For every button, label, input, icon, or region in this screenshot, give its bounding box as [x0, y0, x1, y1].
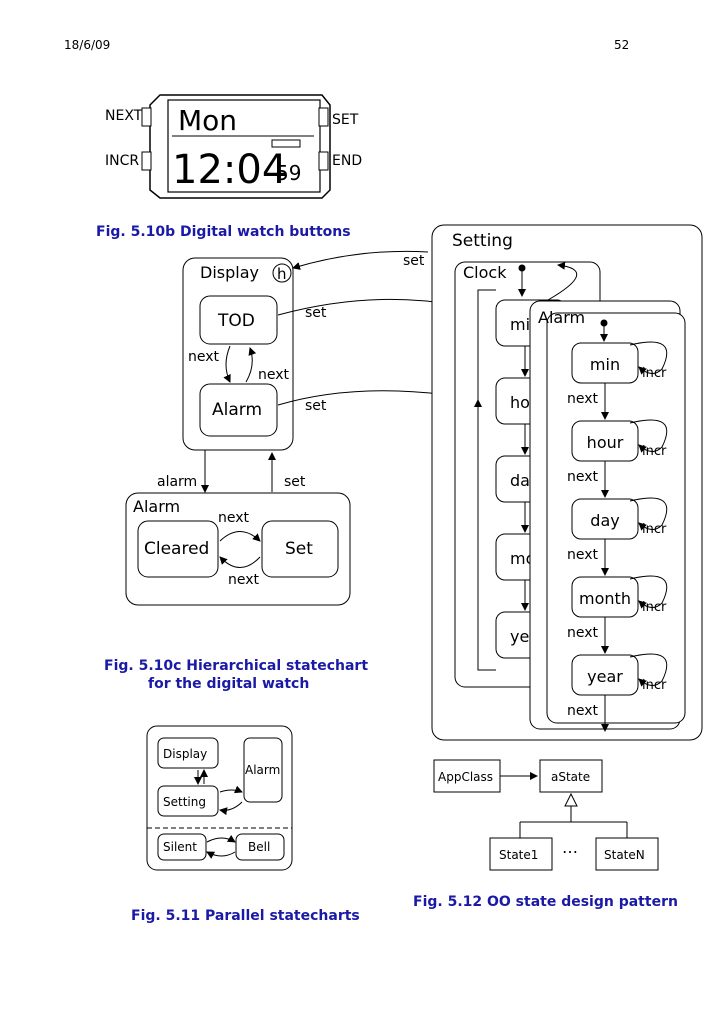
tod-state-label: TOD [217, 311, 255, 331]
set-transition-label-1: set [284, 474, 306, 490]
alarm-next-label: next [567, 547, 599, 563]
next-label-3: next [218, 510, 250, 526]
watch-set-label: SET [332, 112, 359, 128]
parallel-setting-label: Setting [163, 795, 206, 809]
caption-fig-5-10c-line2: for the digital watch [148, 676, 309, 692]
alarm-panel-state-label: hour [587, 433, 624, 452]
display-state-label: Display [200, 263, 259, 282]
clock-state-label: da [510, 471, 530, 490]
cleared-state-label: Cleared [144, 539, 209, 559]
parallel-setting-state [157, 785, 219, 817]
history-icon [272, 263, 292, 283]
watch-end-button[interactable] [318, 151, 329, 171]
watch-next-button[interactable] [141, 107, 152, 127]
tod-state [199, 295, 278, 345]
caption-fig-5-11: Fig. 5.11 Parallel statecharts [131, 908, 360, 924]
parallel-statechart: Display Alarm Setting Silent Bell [146, 725, 293, 871]
parallel-bell-state [235, 833, 285, 861]
incr-self-loop [629, 419, 668, 453]
app-class-label: AppClass [438, 770, 493, 784]
watch-incr-button[interactable] [141, 151, 152, 171]
display-state: Display h TOD Alarm [182, 257, 294, 451]
caption-fig-5-10b: Fig. 5.10b Digital watch buttons [96, 224, 351, 240]
alarm-group-label: Alarm [133, 497, 180, 516]
a-state-box [539, 759, 603, 793]
alarm-state [199, 383, 278, 437]
watch-seconds-display: 59 [276, 161, 301, 185]
alarm-next-label: next [567, 625, 599, 641]
header-date: 18/6/09 [64, 38, 111, 52]
next-label-4: next [228, 572, 260, 588]
alarm-panel-state-label: day [590, 511, 619, 530]
cleared-state [137, 520, 219, 578]
parallel-alarm-label: Alarm [245, 763, 280, 777]
watch-day-display: Mon [178, 104, 237, 137]
alarm-next-label: next [567, 469, 599, 485]
state-n-box [595, 837, 659, 871]
history-label: h [277, 265, 287, 283]
alarm-transition-label: alarm [157, 474, 197, 490]
a-state-label: aState [551, 770, 590, 784]
digital-watch: Mon 12:04 59 NEXT INCR SET END [105, 94, 362, 199]
alarm-group-state: Alarm Cleared Set [125, 492, 351, 606]
next-label-1: next [188, 349, 220, 365]
parallel-display-label: Display [163, 747, 207, 761]
caption-fig-5-10c-line1: Fig. 5.10c Hierarchical statechart [104, 658, 368, 674]
alarm-next-label: next [567, 703, 599, 719]
incr-self-loop [629, 653, 668, 687]
alarm-panel-label: Alarm [538, 308, 585, 327]
caption-fig-5-12: Fig. 5.12 OO state design pattern [413, 894, 678, 910]
set-transition-label-4: set [305, 398, 327, 414]
incr-self-loop [629, 575, 668, 609]
oo-state-pattern: AppClass aState State1 … StateN [433, 759, 659, 871]
parallel-alarm-state [243, 737, 283, 803]
setting-state-label: Setting [452, 231, 513, 251]
alarm-panel-state-label: year [587, 667, 623, 686]
set-transition-label-2: set [403, 253, 425, 269]
parallel-display-state [157, 737, 219, 769]
parallel-silent-label: Silent [163, 840, 197, 854]
clock-state-label: Clock [463, 263, 507, 282]
parallel-bell-label: Bell [248, 840, 270, 854]
header-page-number: 52 [614, 38, 630, 52]
watch-end-label: END [332, 153, 362, 169]
incr-self-loop [629, 497, 668, 531]
parallel-silent-state [157, 833, 207, 861]
state-n-label: StateN [604, 848, 645, 862]
watch-time-display: 12:04 [172, 147, 287, 193]
watch-incr-label: INCR [105, 153, 139, 169]
alarm-panel-state-label: month [579, 589, 631, 608]
state1-label: State1 [499, 848, 538, 862]
alarm-state-label: Alarm [212, 400, 262, 420]
watch-next-label: NEXT [105, 108, 143, 124]
set-state-label: Set [285, 539, 313, 559]
next-label-2: next [258, 367, 290, 383]
incr-self-loop [629, 341, 668, 375]
alarm-panel-state-label: min [590, 355, 620, 374]
set-state [261, 520, 339, 578]
set-transition-label-3: set [305, 305, 327, 321]
app-class-box [433, 759, 501, 793]
alarm-next-label: next [567, 391, 599, 407]
clock-state-label: mi [510, 315, 530, 334]
ellipsis-label: … [562, 838, 578, 857]
state1-box [489, 837, 553, 871]
watch-set-button[interactable] [318, 107, 329, 127]
